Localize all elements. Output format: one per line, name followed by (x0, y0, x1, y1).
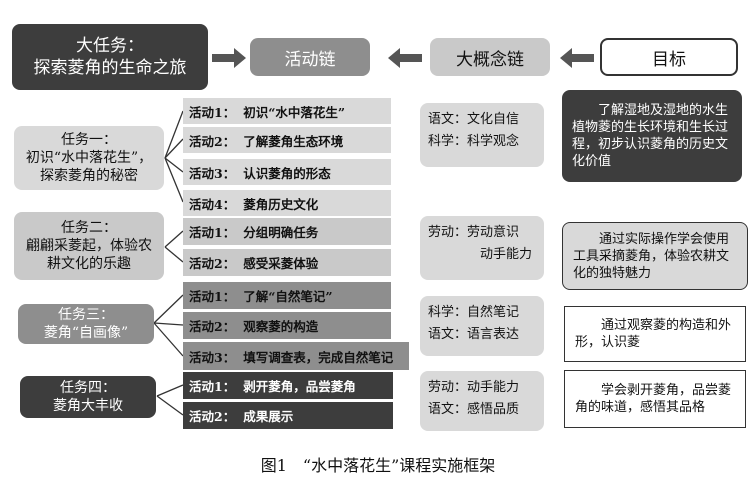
concept-subject: 劳动： (428, 225, 468, 240)
arrow-right-icon (212, 48, 246, 68)
task-1-line2: 初识“水中落花生”， (25, 150, 153, 166)
activity-text: 观察菱的构造 (243, 319, 319, 334)
activity-label: 活动1： (189, 225, 236, 240)
concept-value: 自然笔记 (467, 305, 520, 320)
goal-3-box: 通过观察菱的构造和外形，认识菱 (564, 306, 746, 362)
figure-caption: 图1 “水中落花生”课程实施框架 (260, 456, 496, 475)
goal-2-box: 通过实际操作学会使用工具采摘菱角，体验农耕文化的独特魅力 (562, 222, 748, 290)
activity-label: 活动2： (189, 319, 236, 334)
goal-header-box: 目标 (600, 38, 738, 76)
concept-row: 劳动：动手能力 (428, 377, 536, 399)
activity-label: 活动1： (189, 379, 236, 394)
activity-1-3: 活动3： 认识菱角的形态 (183, 159, 391, 185)
activity-label: 活动3： (189, 349, 236, 365)
concept-row: 动手能力 (428, 244, 536, 266)
activity-3-1: 活动1： 了解“自然笔记” (183, 282, 391, 309)
goal-4-box: 学会剥开菱角，品尝菱角的味道，感悟其品格 (564, 370, 746, 428)
task-3-box: 任务三： 菱角“自画像” (18, 304, 154, 344)
concept-value: 动手能力 (467, 380, 520, 395)
task-2-line2: 翩翩采菱起，体验农 (26, 238, 152, 254)
concept-subject: 语文： (428, 327, 468, 342)
activity-text: 认识菱角的形态 (243, 165, 331, 181)
activity-label: 活动3： (189, 165, 236, 181)
big-task-line2: 探索菱角的生命之旅 (33, 58, 187, 78)
big-task-line1: 大任务： (76, 36, 144, 56)
concept-value: 语言表达 (467, 327, 520, 342)
activity-label: 活动2： (189, 256, 236, 271)
arrow-left-icon (560, 48, 594, 68)
activity-text: 分组明确任务 (243, 225, 319, 240)
concept-1-box: 语文：文化自信 科学：科学观念 (420, 103, 544, 167)
task-1-line3: 探索菱角的秘密 (40, 168, 138, 184)
activity-text: 初识“水中落花生” (243, 104, 346, 120)
activity-4-1: 活动1： 剥开菱角，品尝菱角 (183, 372, 393, 399)
activity-chain-box: 活动链 (250, 38, 370, 76)
task-1-box: 任务一： 初识“水中落花生”， 探索菱角的秘密 (14, 126, 164, 190)
concept-row: 语文：感悟品质 (428, 399, 536, 421)
task-4-line2: 菱角大丰收 (53, 398, 123, 414)
concept-subject: 语文： (428, 402, 468, 417)
activity-text: 成果展示 (243, 409, 294, 424)
goal-1-text: 了解湿地及湿地的水生植物菱的生长环境和生长过程，初步认识菱角的历史文化价值 (572, 103, 729, 169)
activity-text: 菱角历史文化 (243, 196, 319, 212)
concept-subject: 科学： (428, 305, 468, 320)
concept-value: 动手能力 (480, 247, 533, 262)
activity-text: 了解菱角生态环境 (243, 133, 344, 149)
concept-chain-box: 大概念链 (430, 38, 550, 76)
concept-subject: 劳动： (428, 380, 468, 395)
goal-3-text: 通过观察菱的构造和外形，认识菱 (575, 318, 732, 350)
task-4-line1: 任务四： (60, 380, 116, 396)
activity-label: 活动4： (189, 196, 236, 212)
concept-row: 科学：自然笔记 (428, 302, 536, 324)
task-3-line1: 任务三： (58, 307, 114, 323)
activity-4-2: 活动2： 成果展示 (183, 402, 393, 429)
concept-subject: 科学： (428, 134, 468, 149)
activity-label: 活动2： (189, 409, 236, 424)
activity-text: 了解“自然笔记” (243, 289, 333, 304)
goal-1-box: 了解湿地及湿地的水生植物菱的生长环境和生长过程，初步认识菱角的历史文化价值 (562, 90, 742, 182)
activity-1-2: 活动2： 了解菱角生态环境 (183, 127, 391, 153)
activity-2-2: 活动2： 感受采菱体验 (183, 249, 391, 276)
goal-2-text: 通过实际操作学会使用工具采摘菱角，体验农耕文化的独特魅力 (573, 231, 730, 281)
activity-label: 活动1： (189, 289, 236, 304)
big-task-box: 大任务： 探索菱角的生命之旅 (12, 24, 208, 90)
concept-value: 感悟品质 (467, 402, 520, 417)
concept-3-box: 科学：自然笔记 语文：语言表达 (420, 296, 544, 356)
task-2-box: 任务二： 翩翩采菱起，体验农 耕文化的乐趣 (14, 212, 164, 280)
concept-chain-label: 大概念链 (456, 49, 524, 70)
activity-text: 感受采菱体验 (243, 256, 319, 271)
concept-row: 语文：文化自信 (428, 109, 536, 131)
concept-4-box: 劳动：动手能力 语文：感悟品质 (420, 371, 544, 431)
activity-1-1: 活动1： 初识“水中落花生” (183, 98, 391, 124)
task-4-box: 任务四： 菱角大丰收 (20, 376, 156, 418)
concept-subject: 语文： (428, 112, 468, 127)
task-2-line1: 任务二： (61, 220, 117, 236)
activity-3-2: 活动2： 观察菱的构造 (183, 312, 391, 339)
concept-row: 语文：语言表达 (428, 324, 536, 346)
task-2-line3: 耕文化的乐趣 (47, 256, 131, 272)
activity-label: 活动1： (189, 104, 236, 120)
activity-label: 活动2： (189, 133, 236, 149)
activity-text: 填写调查表，完成自然笔记 (243, 349, 394, 365)
goal-header-label: 目标 (652, 49, 686, 70)
arrow-left-icon (388, 48, 422, 68)
concept-value: 科学观念 (467, 134, 520, 149)
goal-4-text: 学会剥开菱角，品尝菱角的味道，感悟其品格 (575, 383, 732, 415)
concept-2-box: 劳动：劳动意识 动手能力 (420, 216, 544, 280)
task-3-line2: 菱角“自画像” (43, 325, 129, 341)
task-1-line1: 任务一： (61, 132, 117, 148)
activity-1-4: 活动4： 菱角历史文化 (183, 190, 391, 216)
concept-row: 科学：科学观念 (428, 131, 536, 153)
activity-text: 剥开菱角，品尝菱角 (243, 379, 356, 394)
concept-value: 劳动意识 (467, 225, 520, 240)
activity-2-1: 活动1： 分组明确任务 (183, 218, 391, 245)
concept-row: 劳动：劳动意识 (428, 222, 536, 244)
activity-3-3: 活动3： 填写调查表，完成自然笔记 (183, 342, 409, 370)
concept-value: 文化自信 (467, 112, 520, 127)
activity-chain-label: 活动链 (284, 49, 336, 70)
